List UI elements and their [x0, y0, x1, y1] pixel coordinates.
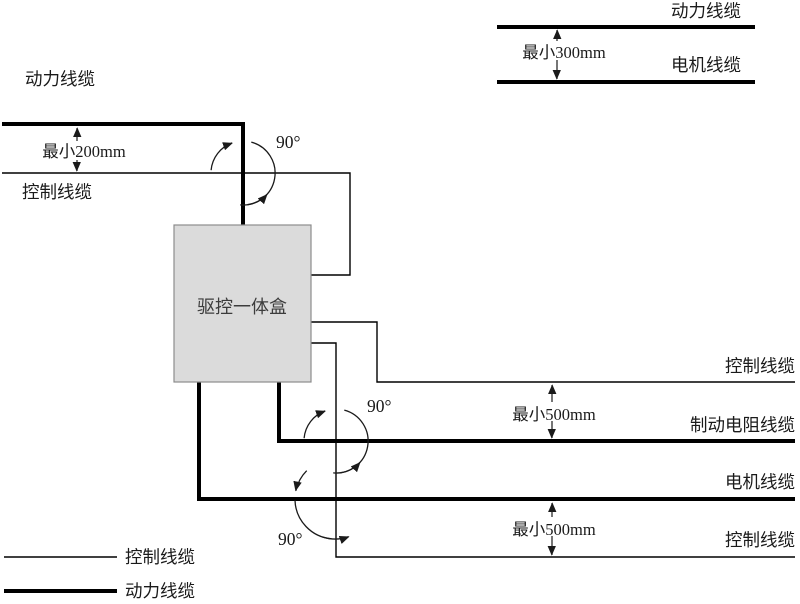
dimension-label-min200: 最小200mm: [42, 142, 126, 161]
angle-arc-bottom-segment-1: [293, 470, 308, 492]
dimension-plate-min200: [40, 141, 128, 160]
angle-arc-top: [210, 141, 276, 206]
control-cable-line-right-upper: [311, 321, 795, 383]
legend-power-label: 动力线缆: [125, 581, 195, 601]
label-control-cable-right-upper: 控制线缆: [725, 356, 795, 376]
label-power-cable-top-right: 动力线缆: [671, 1, 741, 21]
angle-label-middle: 90°: [367, 396, 392, 416]
dimension-label-min500-lower: 最小500mm: [512, 520, 596, 539]
control-cable-line-right-lower: [311, 342, 795, 558]
dimension-plate-min500-upper: [511, 402, 597, 421]
angle-arc-top-segment-3: [247, 193, 268, 206]
label-brake-resistor-cable: 制动电阻线缆: [690, 415, 795, 435]
drive-control-box-label: 驱控一体盒: [197, 297, 287, 317]
dimension-plate-min300: [520, 41, 610, 60]
dimension-plate-min500-lower: [511, 517, 597, 536]
angle-arc-middle: [303, 409, 369, 474]
legend-control-label: 控制线缆: [125, 547, 195, 567]
label-control-cable-right-lower: 控制线缆: [725, 530, 795, 550]
angle-label-bottom: 90°: [278, 529, 303, 549]
control-cable-line-left: [2, 172, 351, 276]
angle-label-top: 90°: [276, 132, 301, 152]
label-motor-cable-top-right: 电机线缆: [671, 55, 741, 75]
motor-cable-line: [197, 382, 795, 501]
angle-arc-middle-segment-1: [303, 410, 326, 439]
power-cable-line-left: [2, 122, 245, 225]
drive-control-box: [173, 224, 312, 383]
label-control-cable-top-left: 控制线缆: [22, 182, 92, 202]
angle-arc-middle-segment-3: [340, 461, 361, 474]
label-power-cable-top-left: 动力线缆: [25, 69, 95, 89]
brake-resistor-cable-line: [277, 382, 795, 443]
dimension-label-min300: 最小300mm: [522, 43, 606, 62]
label-motor-cable-right: 电机线缆: [725, 472, 795, 492]
dimension-label-min500-upper: 最小500mm: [512, 405, 596, 424]
angle-arc-bottom: [293, 470, 350, 544]
angle-arc-bottom-segment-3: [322, 535, 350, 544]
angle-arc-top-segment-1: [210, 142, 233, 171]
